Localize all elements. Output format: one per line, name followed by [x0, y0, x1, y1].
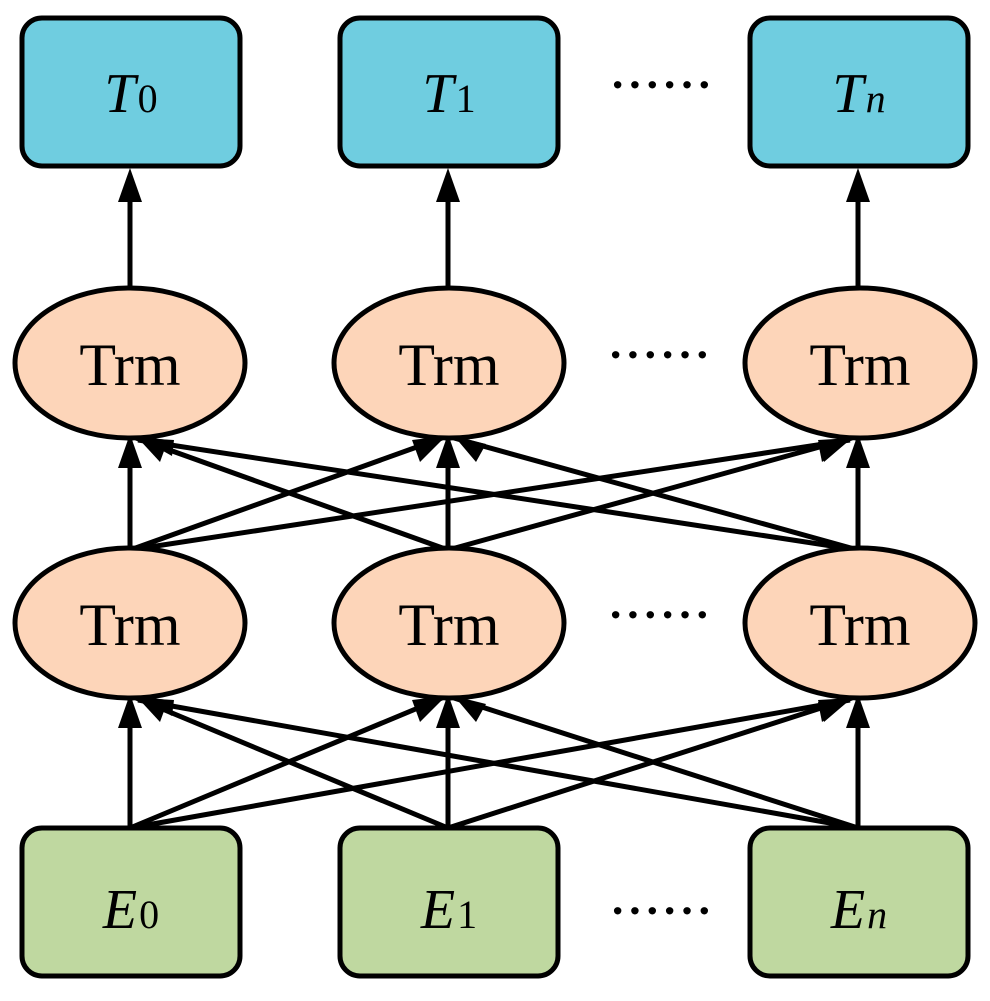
- trm-layer-top: Trm Trm ······ Trm: [12, 285, 978, 441]
- ellipsis-embedding-row: ······: [610, 885, 714, 936]
- embedding-to-trm-connections: [127, 695, 861, 831]
- embedding-label: En: [830, 879, 887, 941]
- ellipsis-trm-top-row: ······: [608, 329, 712, 380]
- trm-ellipse: [331, 545, 567, 701]
- trm-node-top-n: Trm: [742, 285, 978, 441]
- trm-node-bottom-1: Trm: [331, 545, 567, 701]
- trm-label: Trm: [809, 332, 910, 398]
- trm-ellipse: [742, 285, 978, 441]
- embedding-node-en: En: [747, 825, 971, 979]
- embedding-box: [337, 825, 561, 979]
- embedding-box: [19, 825, 243, 979]
- trm-layer-bottom: Trm Trm ······ Trm: [12, 545, 978, 701]
- embedding-box: [747, 825, 971, 979]
- trm-node-top-0: Trm: [12, 285, 248, 441]
- output-node-t0: T0: [19, 15, 243, 169]
- output-box: [747, 15, 971, 169]
- trm-label: Trm: [398, 592, 499, 658]
- trm-label: Trm: [79, 592, 180, 658]
- embedding-arrowheads: [118, 694, 870, 728]
- trm-to-trm-connections: [127, 435, 861, 553]
- trm-node-bottom-n: Trm: [742, 545, 978, 701]
- trm-ellipse: [12, 285, 248, 441]
- output-label: T0: [104, 63, 157, 125]
- output-node-t1: T1: [337, 15, 561, 169]
- ellipsis-output-row: ······: [610, 59, 714, 110]
- trm-ellipse: [742, 545, 978, 701]
- embedding-label: E1: [420, 879, 477, 941]
- output-label: Tn: [832, 63, 885, 125]
- arrow-trm1-n-trm2-0: [137, 437, 859, 553]
- ellipsis-trm-bottom-row: ······: [608, 589, 712, 640]
- output-box: [19, 15, 243, 169]
- output-box: [337, 15, 561, 169]
- output-row: T0 T1 ······ Tn: [19, 15, 971, 169]
- trm-label: Trm: [398, 332, 499, 398]
- arrow-trm1-n-trm2-1: [453, 435, 859, 553]
- trm-ellipse: [12, 545, 248, 701]
- output-arrowheads: [118, 168, 870, 202]
- embedding-node-e0: E0: [19, 825, 243, 979]
- arrow-en-trm1-0: [137, 697, 859, 831]
- embedding-node-e1: E1: [337, 825, 561, 979]
- embedding-row: E0 E1 ······ En: [19, 825, 971, 979]
- output-label: T1: [422, 63, 475, 125]
- arrow-trm1-1-trm2-0: [135, 435, 449, 553]
- trm-ellipse: [331, 285, 567, 441]
- trm-arrowheads: [118, 434, 870, 468]
- arrow-e1-trm1-0: [135, 695, 449, 831]
- embedding-label: E0: [102, 879, 159, 941]
- trm-to-output-connections: [127, 176, 861, 288]
- trm-label: Trm: [809, 592, 910, 658]
- trm-label: Trm: [79, 332, 180, 398]
- trm-node-top-1: Trm: [331, 285, 567, 441]
- trm-node-bottom-0: Trm: [12, 545, 248, 701]
- output-node-tn: Tn: [747, 15, 971, 169]
- arrow-en-trm1-1: [453, 695, 859, 831]
